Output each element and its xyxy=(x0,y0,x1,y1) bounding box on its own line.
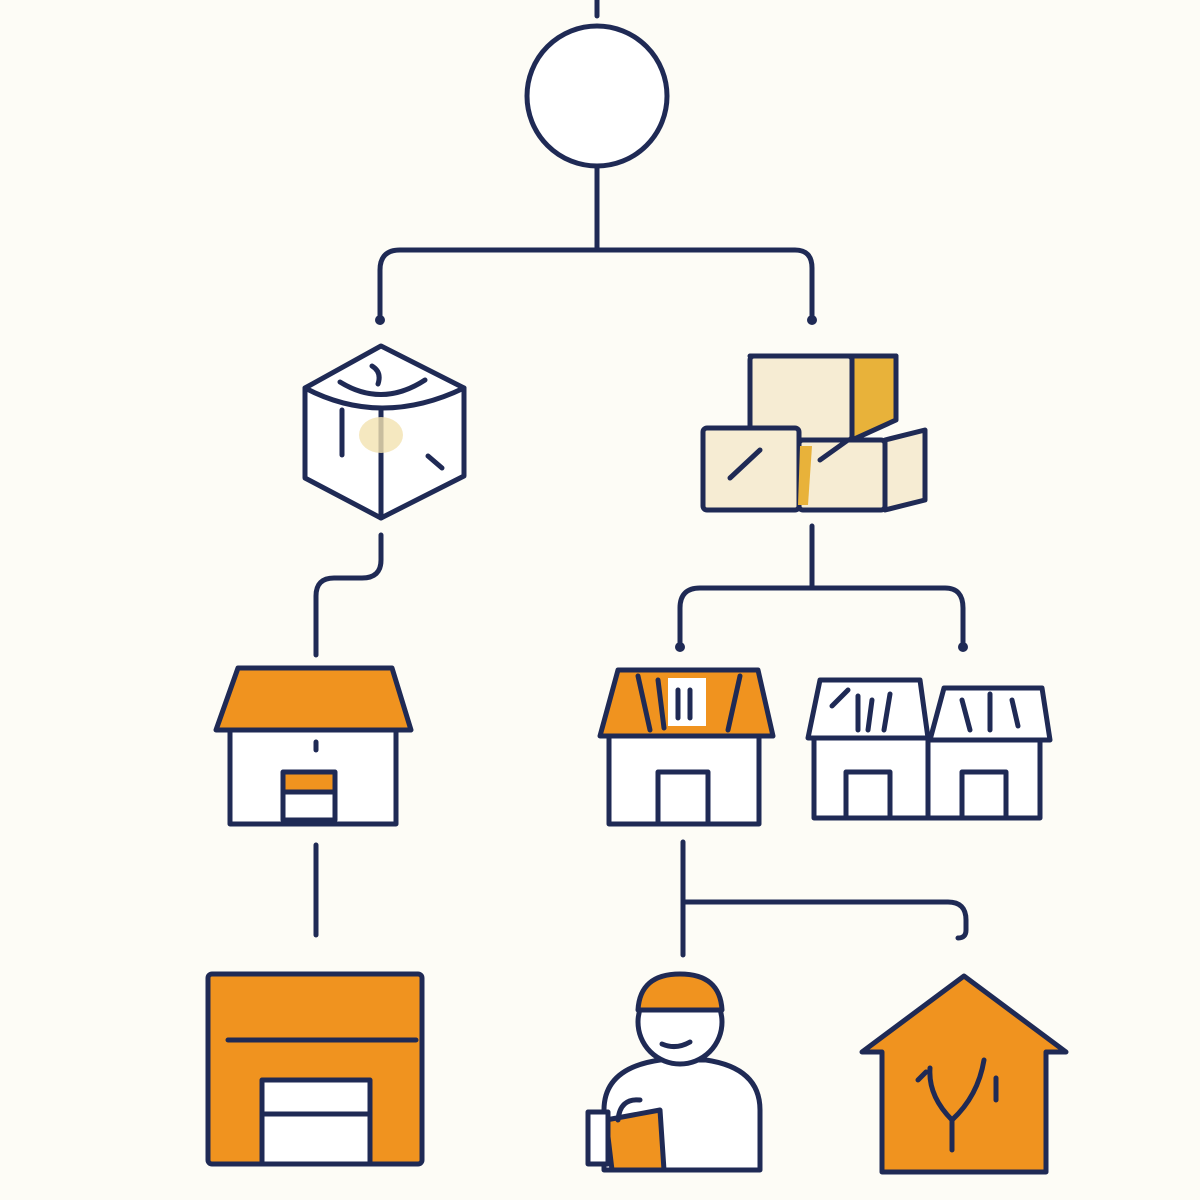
house-icon xyxy=(859,973,1069,1175)
edge-arrow-dot xyxy=(807,315,817,325)
edge-stack-to-stores xyxy=(677,523,966,648)
twin-stores-icon xyxy=(805,677,1053,821)
edge-arrow-dot xyxy=(675,642,685,652)
warehouse-icon xyxy=(213,665,414,827)
edge-store-to-delivery xyxy=(680,839,969,958)
circle-node-icon xyxy=(524,23,670,169)
edge-root-to-level1 xyxy=(377,165,815,321)
connector-lines xyxy=(313,0,969,958)
store-icon xyxy=(597,667,776,827)
edge-arrow-dot xyxy=(375,315,385,325)
stacked-boxes-icon xyxy=(700,353,928,513)
garage-depot-icon xyxy=(205,971,425,1167)
edge-cube-to-warehouse xyxy=(313,532,384,658)
delivery-person-icon xyxy=(585,971,763,1173)
edge-arrow-dot xyxy=(958,642,968,652)
cube-package-icon xyxy=(302,343,467,521)
